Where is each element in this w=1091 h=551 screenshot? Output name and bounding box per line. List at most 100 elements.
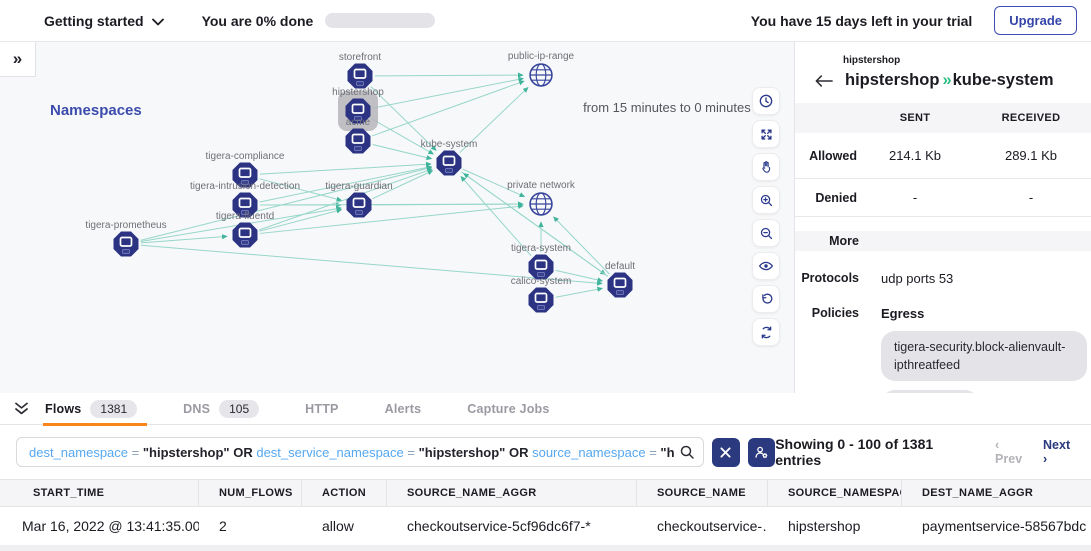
allowed-sent: 214.1 Kb bbox=[888, 148, 942, 163]
tab-flows[interactable]: Flows 1381 bbox=[43, 393, 153, 426]
policies-row: Policies Egress tigera-security.block-al… bbox=[795, 306, 1091, 393]
column-header-source_name_aggr[interactable]: SOURCE_NAME_AGGR bbox=[387, 480, 637, 506]
edge-target: kube-system bbox=[952, 71, 1054, 89]
close-icon bbox=[720, 446, 732, 458]
namespace-icon bbox=[528, 254, 554, 280]
namespace-icon bbox=[347, 63, 373, 89]
network-globe-icon bbox=[529, 192, 554, 217]
protocols-value: udp ports 53 bbox=[881, 271, 954, 286]
query-token-op: = bbox=[131, 444, 140, 460]
cell-source_name_aggr: checkoutservice-5cf96dc6f7-* bbox=[407, 518, 591, 534]
chevron-down-icon bbox=[151, 18, 164, 25]
node-label: tigera-guardian bbox=[325, 181, 393, 192]
progress-bar bbox=[325, 13, 436, 28]
time-range-label: from 15 minutes to 0 minutes ago bbox=[583, 100, 776, 115]
namespace-icon bbox=[528, 287, 554, 313]
query-token-kw: OR bbox=[508, 444, 529, 460]
collapse-panel-icon[interactable] bbox=[14, 402, 29, 415]
expand-sidebar-button[interactable]: » bbox=[0, 42, 36, 77]
column-header-num_flows[interactable]: NUM_FLOWS bbox=[199, 480, 302, 506]
node-label: tigera-fluentd bbox=[215, 211, 275, 222]
undo-icon[interactable] bbox=[752, 285, 780, 313]
protocols-row: Protocols udp ports 53 bbox=[795, 271, 1091, 286]
traffic-row-denied: Denied - - bbox=[795, 179, 1091, 217]
search-row: dest_namespace = "hipstershop" OR dest_s… bbox=[0, 425, 1091, 479]
column-header-dest_name_aggr[interactable]: DEST_NAME_AGGR bbox=[922, 487, 1034, 499]
tab-label: Flows bbox=[45, 401, 82, 416]
tab-http[interactable]: HTTP bbox=[303, 393, 354, 425]
namespace-icon bbox=[345, 98, 371, 124]
zoom-out-icon[interactable] bbox=[752, 219, 780, 247]
fit-screen-icon[interactable] bbox=[752, 120, 780, 148]
refresh-icon[interactable] bbox=[752, 318, 780, 346]
namespace-icon bbox=[436, 150, 462, 176]
namespace-icon bbox=[113, 231, 139, 257]
query-token-value: "hipstershop" bbox=[660, 444, 675, 460]
policies-label: Policies bbox=[811, 306, 859, 320]
policy-pill[interactable]: tigera-security.block-alienvault-ipthrea… bbox=[881, 331, 1087, 382]
zoom-in-icon[interactable] bbox=[752, 186, 780, 214]
selected-namespace-label: hipstershop bbox=[843, 55, 901, 66]
column-header-source_name[interactable]: SOURCE_NAME bbox=[637, 480, 768, 506]
clear-query-button[interactable] bbox=[712, 437, 740, 467]
flow-query-input[interactable]: dest_namespace = "hipstershop" OR dest_s… bbox=[16, 437, 705, 467]
trial-countdown: You have 15 days left in your trial bbox=[750, 12, 973, 29]
namespace-icon bbox=[346, 192, 372, 218]
node-label: tigera-system bbox=[510, 243, 572, 254]
col-sent: SENT bbox=[899, 112, 931, 124]
column-header-start_time[interactable]: START_TIME bbox=[0, 480, 199, 506]
visibility-icon[interactable] bbox=[752, 252, 780, 280]
user-gear-icon bbox=[755, 446, 768, 458]
query-token-kw: OR bbox=[233, 444, 253, 460]
column-header-source_namespace[interactable]: SOURCE_NAMESPACE bbox=[768, 480, 902, 506]
cell-start_time: Mar 16, 2022 @ 13:41:35.000 bbox=[0, 518, 199, 534]
edge-title: hipstershop»kube-system bbox=[845, 71, 1054, 90]
query-token-op: = bbox=[649, 444, 657, 460]
denied-received: - bbox=[1028, 190, 1034, 205]
traffic-row-allowed: Allowed 214.1 Kb 289.1 Kb bbox=[795, 133, 1091, 179]
tab-capture-jobs[interactable]: Capture Jobs bbox=[465, 393, 565, 425]
policies-direction: Egress bbox=[881, 306, 925, 321]
user-query-settings-button[interactable] bbox=[747, 437, 776, 467]
tab-count-badge: 105 bbox=[219, 399, 260, 418]
node-label: tigera-compliance bbox=[205, 151, 285, 162]
node-label: tigera-prometheus bbox=[85, 220, 167, 231]
back-button[interactable] bbox=[815, 74, 833, 88]
allowed-received: 289.1 Kb bbox=[1004, 148, 1058, 163]
namespace-icon bbox=[232, 222, 258, 248]
next-chevron-icon: › bbox=[1043, 452, 1048, 466]
tab-label: HTTP bbox=[305, 401, 339, 416]
tab-label: Capture Jobs bbox=[467, 401, 550, 416]
history-icon[interactable] bbox=[752, 87, 780, 115]
node-label: calico-system bbox=[510, 276, 572, 287]
namespace-icon bbox=[232, 192, 258, 218]
getting-started-label: Getting started bbox=[44, 12, 144, 29]
col-received: RECEIVED bbox=[1001, 112, 1061, 124]
policy-pill-list: tigera-security.block-alienvault-ipthrea… bbox=[881, 331, 1087, 393]
pan-hand-icon[interactable] bbox=[752, 153, 780, 181]
prev-page-button[interactable]: ‹ Prev bbox=[995, 438, 1023, 466]
more-section-header: More bbox=[795, 231, 1091, 251]
getting-started-menu[interactable]: Getting started bbox=[44, 13, 164, 29]
node-label: kube-system bbox=[420, 139, 478, 150]
tab-alerts[interactable]: Alerts bbox=[383, 393, 438, 425]
query-token-field: dest_service_namespace bbox=[256, 444, 404, 460]
next-page-button[interactable]: Next › bbox=[1043, 438, 1071, 466]
edge-source: hipstershop bbox=[845, 71, 940, 89]
protocols-label: Protocols bbox=[801, 271, 859, 285]
cell-source_namespace: hipstershop bbox=[788, 518, 861, 534]
query-token-field: source_namespace bbox=[532, 444, 646, 460]
tab-count-badge: 1381 bbox=[90, 399, 138, 418]
pager: ‹ Prev Next › bbox=[995, 438, 1077, 466]
tab-label: Alerts bbox=[384, 401, 422, 416]
upgrade-button[interactable]: Upgrade bbox=[994, 6, 1077, 35]
policy-pill[interactable]: security.pass bbox=[881, 390, 980, 393]
column-header-action[interactable]: ACTION bbox=[302, 480, 387, 506]
